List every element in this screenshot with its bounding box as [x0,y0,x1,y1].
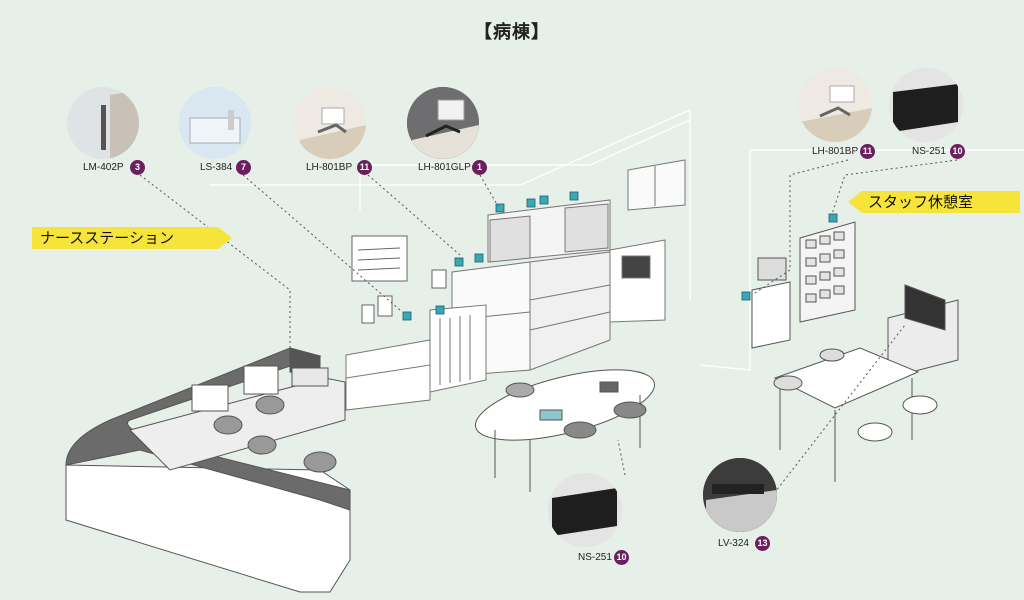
product-number-badge: 1 [472,160,487,175]
product-number-badge: 10 [614,550,629,565]
product-number-badge: 3 [130,160,145,175]
meeting-table [474,369,656,492]
thumb-ns-251-2 [548,473,622,547]
product-label-lm-402p: LM-402P [83,162,124,173]
product-number-badge: 10 [950,144,965,159]
product-label-lh-801bp: LH-801BP [306,162,353,173]
product-number-badge: 11 [860,144,875,159]
lounge-furniture [751,221,959,482]
thumb-lh-801bp-2 [798,68,872,142]
nurse-station-banner: ナースステーション [32,227,232,249]
product-number-badge: 11 [357,160,372,175]
cabinets [345,159,686,411]
staff-lounge-banner: スタッフ休憩室 [848,191,1020,213]
product-label-lh-801glp: LH-801GLP [418,162,471,173]
product-label-ls-384: LS-384 [200,162,233,173]
thumb-lh-801glp [407,87,479,159]
leader-lines [139,159,958,506]
thumb-lh-801bp-1 [294,87,366,159]
back-wall-lines [210,109,1024,371]
product-number-badge: 13 [755,536,770,551]
product-label-lh-801bp: LH-801BP [812,146,859,157]
whiteboard [351,235,447,324]
thumb-lv-324 [703,458,777,532]
product-number-badge: 7 [236,160,251,175]
thumb-ns-251-1 [889,68,963,142]
nurse-station-counter [65,347,351,593]
arm-markers [402,191,838,321]
product-label-lv-324: LV-324 [718,538,749,549]
thumb-lm-402p [67,87,139,159]
thumb-ls-384 [179,87,251,159]
product-label-ns-251: NS-251 [912,146,946,157]
page-title: 【病棟】 [474,22,550,43]
product-label-ns-251: NS-251 [578,552,612,563]
